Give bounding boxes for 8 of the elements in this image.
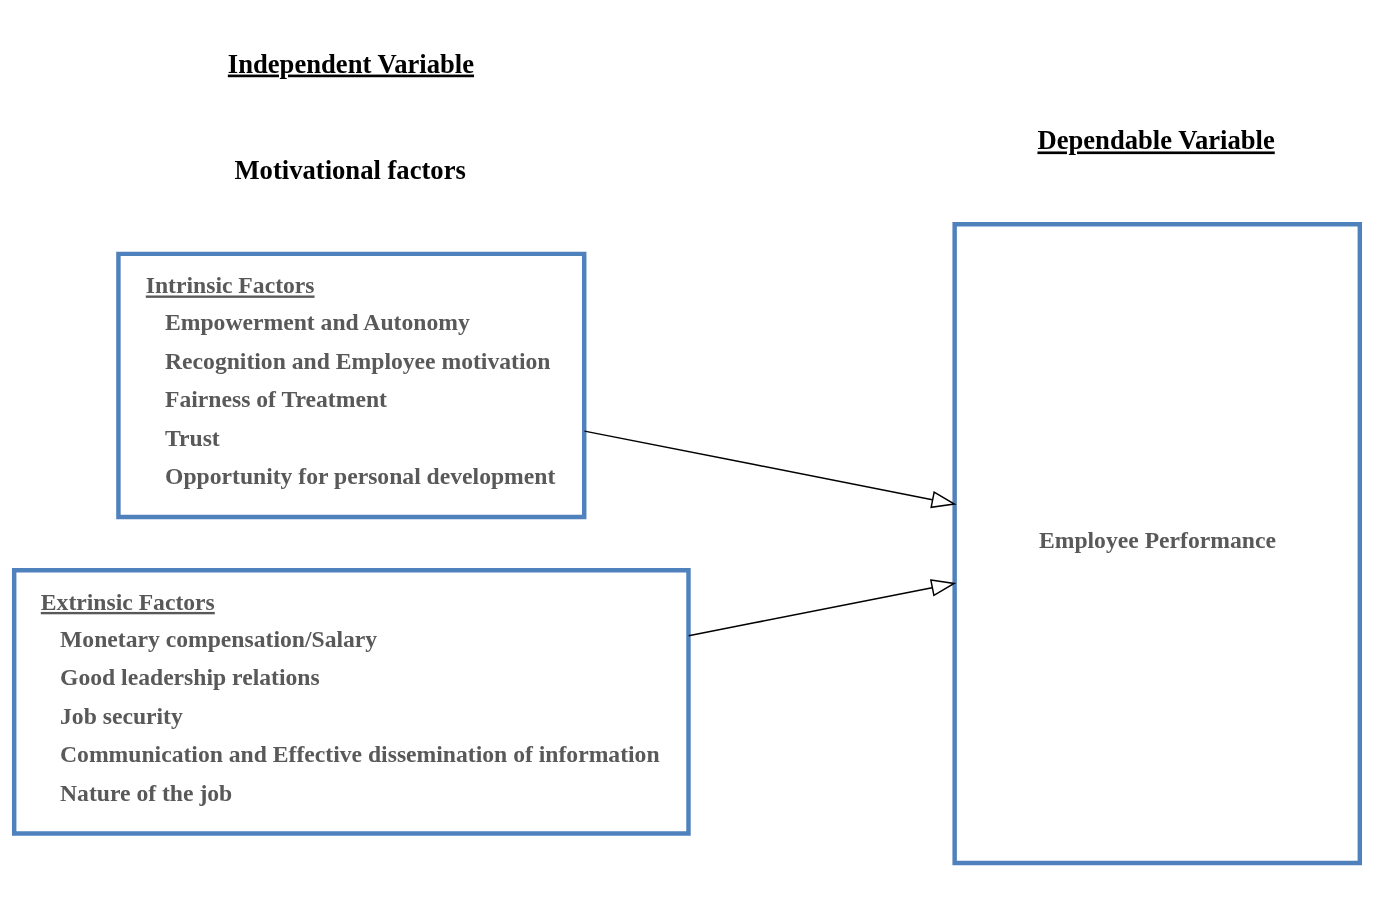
- node-box: Intrinsic Factors Empowerment and Autonomy Recognition and Employee motivation Fairness of Treatment Trust Opportunity for personal development: [116, 251, 587, 520]
- label: Independent Variable: [227, 48, 475, 79]
- node-box: Extrinsic Factors Monetary compensation/Salary Good leadership relations Job security Communication and Effective dissemination of information Nature of the job: [11, 568, 691, 836]
- label: Dependable Variable: [1037, 125, 1275, 156]
- label: Motivational factors: [234, 155, 466, 186]
- arrow: [687, 579, 957, 637]
- node-box: Employee Performance: [952, 222, 1363, 866]
- arrow: [583, 430, 957, 509]
